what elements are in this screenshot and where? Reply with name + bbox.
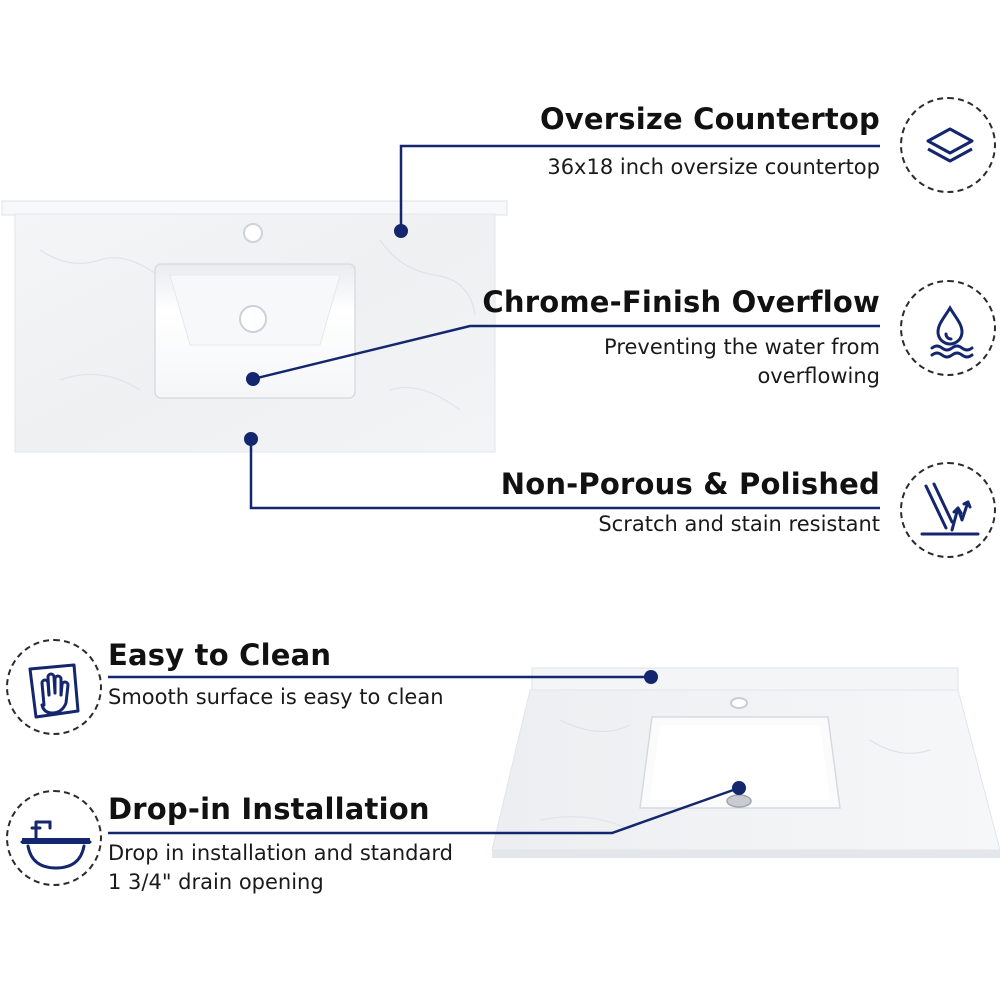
callout-dot-dropin <box>732 781 746 795</box>
callout-dot-polished <box>244 432 258 446</box>
layers-icon <box>900 97 996 193</box>
sink-faucet-icon <box>6 790 102 886</box>
callout-dot-clean <box>644 670 658 684</box>
feature-desc-overflow-line2: overflowing <box>757 364 880 388</box>
callout-dot-countertop <box>394 224 408 238</box>
feature-desc-dropin-line1: Drop in installation and standard <box>108 841 453 865</box>
feature-desc-clean: Smooth surface is easy to clean <box>108 685 444 709</box>
feature-desc-dropin-line2: 1 3/4" drain opening <box>108 870 324 894</box>
feature-title-countertop: Oversize Countertop <box>539 102 880 136</box>
water-drop-icon <box>900 280 996 376</box>
callout-dot-overflow <box>246 372 260 386</box>
feature-desc-polished: Scratch and stain resistant <box>598 512 880 536</box>
feature-title-clean: Easy to Clean <box>108 638 332 672</box>
feature-title-overflow: Chrome-Finish Overflow <box>482 285 880 319</box>
feature-title-dropin: Drop-in Installation <box>108 792 430 826</box>
feature-title-polished: Non-Porous & Polished <box>500 467 880 501</box>
hand-wiping-icon <box>6 639 102 735</box>
polished-surface-icon <box>900 462 996 558</box>
feature-desc-overflow-line1: Preventing the water from <box>604 335 880 359</box>
feature-desc-countertop: 36x18 inch oversize countertop <box>547 155 880 179</box>
